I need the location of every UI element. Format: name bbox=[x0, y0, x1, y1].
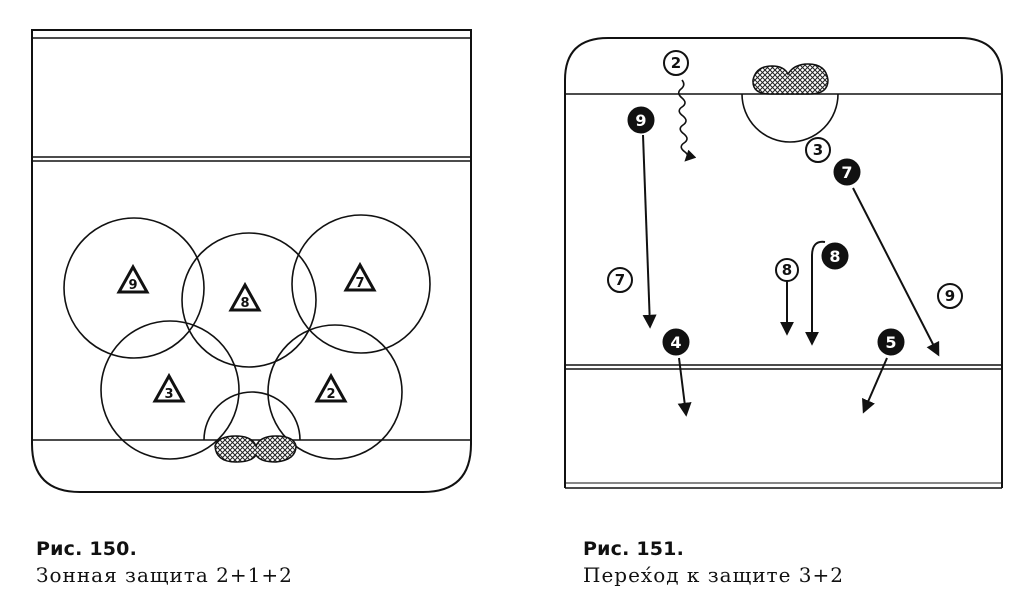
defender-circle-9 bbox=[627, 106, 655, 134]
defender-label-151-8: 8 bbox=[829, 247, 840, 266]
defender-triangle-7 bbox=[343, 261, 377, 292]
attacker-circle-9 bbox=[937, 283, 963, 309]
defender-label-3: 3 bbox=[164, 387, 173, 402]
goal-area-arc bbox=[203, 391, 301, 441]
attacker-label-2: 2 bbox=[671, 54, 681, 72]
goal-150 bbox=[214, 435, 297, 463]
zone-circle-7 bbox=[291, 214, 431, 354]
goal-151 bbox=[752, 63, 829, 95]
defender-circle-5 bbox=[877, 328, 905, 356]
attacker-label-3: 3 bbox=[813, 141, 823, 159]
zone-circle-3 bbox=[100, 320, 240, 460]
diagrams-canvas: 9 8 7 3 2 2 3 8 7 9 bbox=[31, 29, 1003, 493]
figure-150-court bbox=[31, 29, 472, 493]
defender-circle-4 bbox=[662, 328, 690, 356]
attacker-label-9: 9 bbox=[945, 287, 955, 305]
path-7-to-5 bbox=[852, 187, 940, 357]
path-4-down bbox=[677, 357, 692, 417]
defender-triangle-8 bbox=[228, 281, 262, 312]
defender-circle-7 bbox=[833, 158, 861, 186]
zone-circle-9 bbox=[63, 217, 205, 359]
attacker-circle-3 bbox=[805, 137, 831, 163]
defender-label-151-9: 9 bbox=[635, 111, 646, 130]
figure-150-caption: Рис. 150. Зонная защита 2+1+2 bbox=[36, 538, 293, 587]
defender-label-2: 2 bbox=[326, 387, 335, 402]
defender-label-9: 9 bbox=[128, 278, 137, 293]
attacker-circle-7 bbox=[607, 267, 633, 293]
defender-triangle-2 bbox=[314, 372, 348, 403]
wavy-path-2 bbox=[677, 79, 697, 162]
zone-circle-8 bbox=[181, 232, 317, 368]
defender-label-151-4: 4 bbox=[670, 333, 681, 352]
defender-label-151-7: 7 bbox=[841, 163, 852, 182]
attacker-label-8: 8 bbox=[782, 261, 792, 279]
attacker-circle-2 bbox=[663, 50, 689, 76]
path-defender-8 bbox=[805, 240, 826, 346]
defender-triangle-9 bbox=[116, 263, 150, 294]
figure-150-title: Зонная защита 2+1+2 bbox=[36, 563, 293, 587]
figure-150-number: Рис. 150. bbox=[36, 538, 138, 560]
defender-triangle-3 bbox=[152, 372, 186, 403]
zone-circles bbox=[63, 214, 431, 460]
attacker-circle-8 bbox=[775, 258, 799, 282]
defender-label-151-5: 5 bbox=[885, 333, 896, 352]
zone-circle-2 bbox=[267, 324, 403, 460]
defender-circle-8 bbox=[821, 242, 849, 270]
figure-151-number: Рис. 151. bbox=[583, 538, 685, 560]
defender-label-7: 7 bbox=[355, 276, 364, 291]
defender-label-8: 8 bbox=[240, 296, 249, 311]
goal-area-arc-151 bbox=[741, 93, 839, 143]
path-5-down bbox=[862, 357, 888, 414]
figure-151-caption: Рис. 151. Перех́од к защите 3+2 bbox=[583, 538, 844, 587]
attacker-label-7: 7 bbox=[615, 271, 625, 289]
movement-paths bbox=[642, 79, 940, 417]
figure-151-title: Перех́од к защите 3+2 bbox=[583, 563, 844, 587]
path-9-to-4 bbox=[642, 134, 657, 329]
